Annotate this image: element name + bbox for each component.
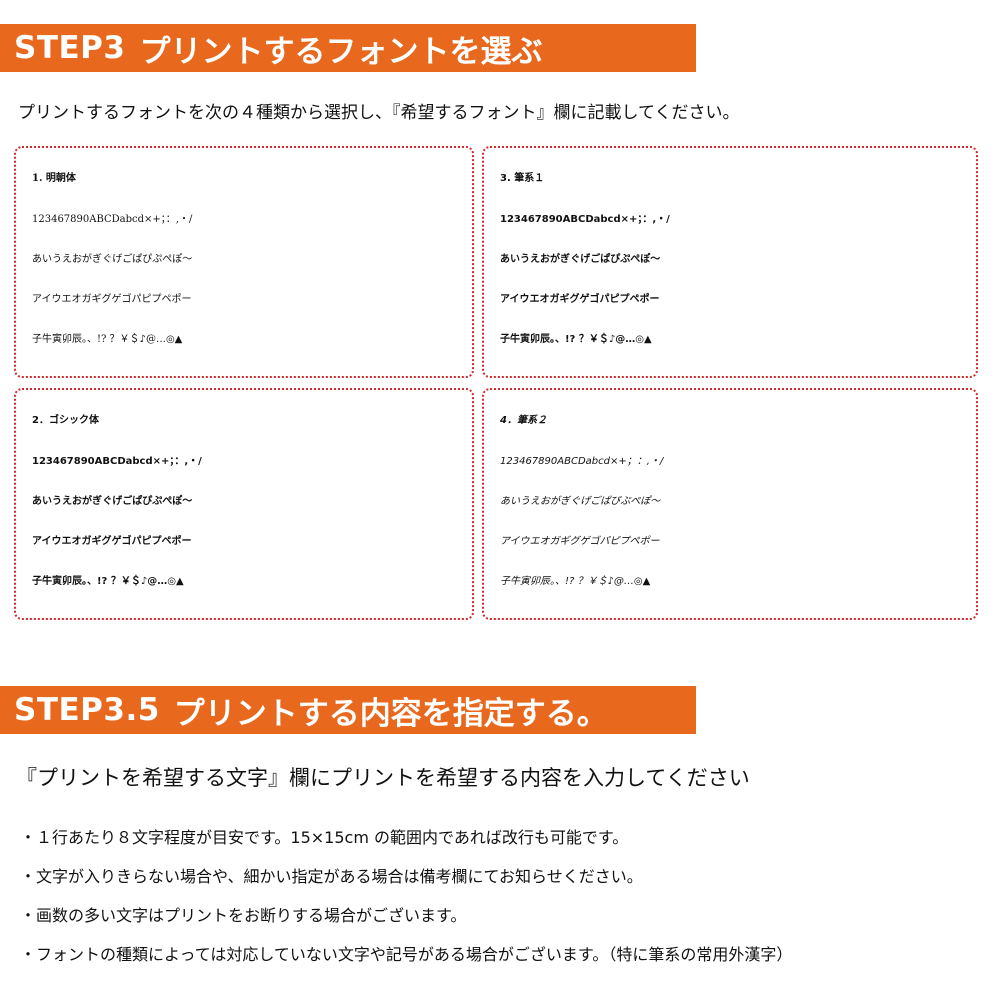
sample-line: 子牛寅卯辰。、!? ？￥＄♪@…◎▲ xyxy=(500,334,652,345)
step3-5-instructions: 『プリントを希望する文字』欄にプリントを希望する内容を入力してください xyxy=(16,766,750,790)
step3-label: STEP3 xyxy=(14,30,126,66)
sample-line: 子牛寅卯辰。、!? ？￥＄♪@…◎▲ xyxy=(32,576,184,587)
font-sample-title: 1. 明朝体 xyxy=(32,173,76,184)
sample-line: 123467890ABCDabcd×+；：,・/ xyxy=(500,214,670,225)
list-item: ・画数の多い文字はプリントをお断りする場合がございます。 xyxy=(20,906,467,925)
step3-5-banner: STEP3.5 プリントする内容を指定する。 xyxy=(0,686,696,734)
sample-line: 子牛寅卯辰。、!? ？￥＄♪@…◎▲ xyxy=(32,334,183,345)
font-sample-brush-1: 3. 筆系１ 123467890ABCDabcd×+；：,・/ あいうえおがぎぐ… xyxy=(482,146,978,378)
sample-line: あいうえおがぎぐげごぱぴぷぺぽ～ xyxy=(32,496,193,507)
step3-5-title: プリントする内容を指定する。 xyxy=(173,695,608,732)
sample-line: アイウエオガギグゲゴパピプペポー xyxy=(32,294,192,305)
sample-line: アイウエオガギグゲゴパピプペポー xyxy=(500,536,660,547)
step3-5-label: STEP3.5 xyxy=(14,692,160,728)
font-sample-gothic: 2．ゴシック体 123467890ABCDabcd×+；：,・/ あいうえおがぎ… xyxy=(14,388,474,620)
sample-line: あいうえおがぎぐげごぱぴぷぺぽ～ xyxy=(500,254,661,265)
sample-line: あいうえおがぎぐげごぱぴぷぺぽ～ xyxy=(500,496,661,507)
notes-list: ・１行あたり８文字程度が目安です。15×15cm の範囲内であれば改行も可能です… xyxy=(20,818,792,974)
sample-line: あいうえおがぎぐげごぱぴぷぺぽ～ xyxy=(32,254,193,265)
font-sample-brush-2: 4．筆系２ 123467890ABCDabcd×+；：,・/ あいうえおがぎぐげ… xyxy=(482,388,978,620)
sample-line: 子牛寅卯辰。、!? ？￥＄♪@…◎▲ xyxy=(500,576,651,587)
sample-line: 123467890ABCDabcd×+；：,・/ xyxy=(32,456,202,467)
step3-instructions: プリントするフォントを次の４種類から選択し、『希望するフォント』欄に記載してくだ… xyxy=(18,103,740,123)
font-sample-title: 4．筆系２ xyxy=(500,415,547,426)
list-item: ・フォントの種類によっては対応していない文字や記号がある場合がございます。（特に… xyxy=(20,945,793,964)
list-item: ・１行あたり８文字程度が目安です。15×15cm の範囲内であれば改行も可能です… xyxy=(20,828,629,847)
sample-line: アイウエオガギグゲゴパピプペポー xyxy=(500,294,660,305)
sample-line: 123467890ABCDabcd×+；：,・/ xyxy=(500,456,664,467)
step3-title: プリントするフォントを選ぶ xyxy=(139,33,543,70)
font-sample-title: 3. 筆系１ xyxy=(500,173,545,184)
sample-line: アイウエオガギグゲゴパピプペポー xyxy=(32,536,192,547)
step3-banner: STEP3 プリントするフォントを選ぶ xyxy=(0,24,696,72)
sample-line: 123467890ABCDabcd×+；：,・/ xyxy=(32,214,193,225)
list-item: ・文字が入りきらない場合や、細かい指定がある場合は備考欄にてお知らせください。 xyxy=(20,867,643,886)
font-sample-title: 2．ゴシック体 xyxy=(32,415,99,426)
font-sample-mincho: 1. 明朝体 123467890ABCDabcd×+；：,・/ あいうえおがぎぐ… xyxy=(14,146,474,378)
